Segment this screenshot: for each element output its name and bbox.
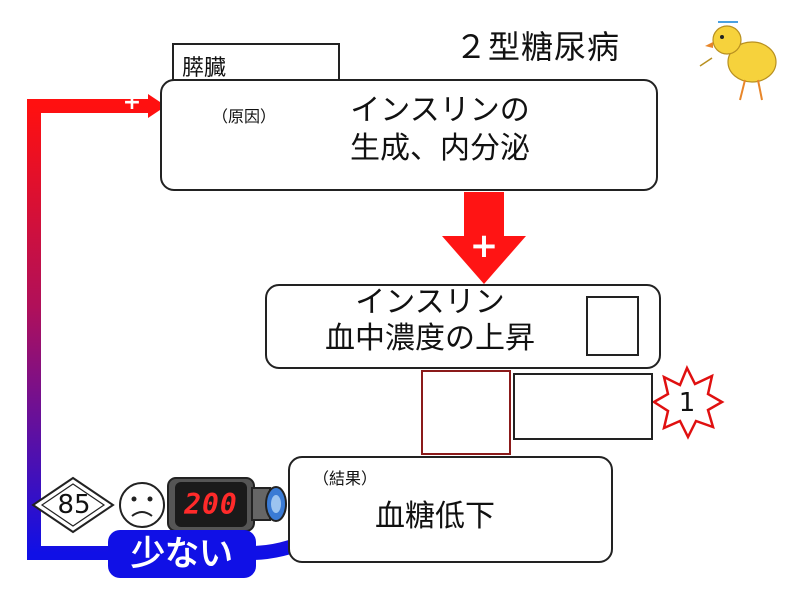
star-number: 1 [678,388,696,418]
blank-box-left [421,370,511,455]
blank-square [586,296,639,356]
page-title: ２型糖尿病 [455,28,621,66]
chick-drawing-icon [699,21,777,101]
down-arrow-plus-sign: + [469,226,499,266]
red-down-arrow [442,192,526,284]
level-line-1: インスリン [355,285,505,320]
cause-tag: （原因） [212,107,277,126]
feedback-plus-sign: + [122,90,142,115]
cause-line-1: インスリンの [350,93,530,128]
result-box [288,456,613,563]
diamond-number: 85 [57,490,91,520]
meter-digits: 200 [175,482,247,527]
explosion-star-icon [651,364,725,440]
low-label: 少ない [131,534,233,574]
blank-box-right [513,373,653,440]
cause-line-2: 生成、内分泌 [350,131,530,166]
cause-box [160,79,658,191]
sad-face-icon [119,482,165,528]
diamond-sign-icon [31,476,115,534]
result-tag: （結果） [313,469,378,488]
level-line-2: 血中濃度の上昇 [325,321,535,356]
low-label-pill [108,530,256,578]
result-text: 血糖低下 [375,499,495,534]
